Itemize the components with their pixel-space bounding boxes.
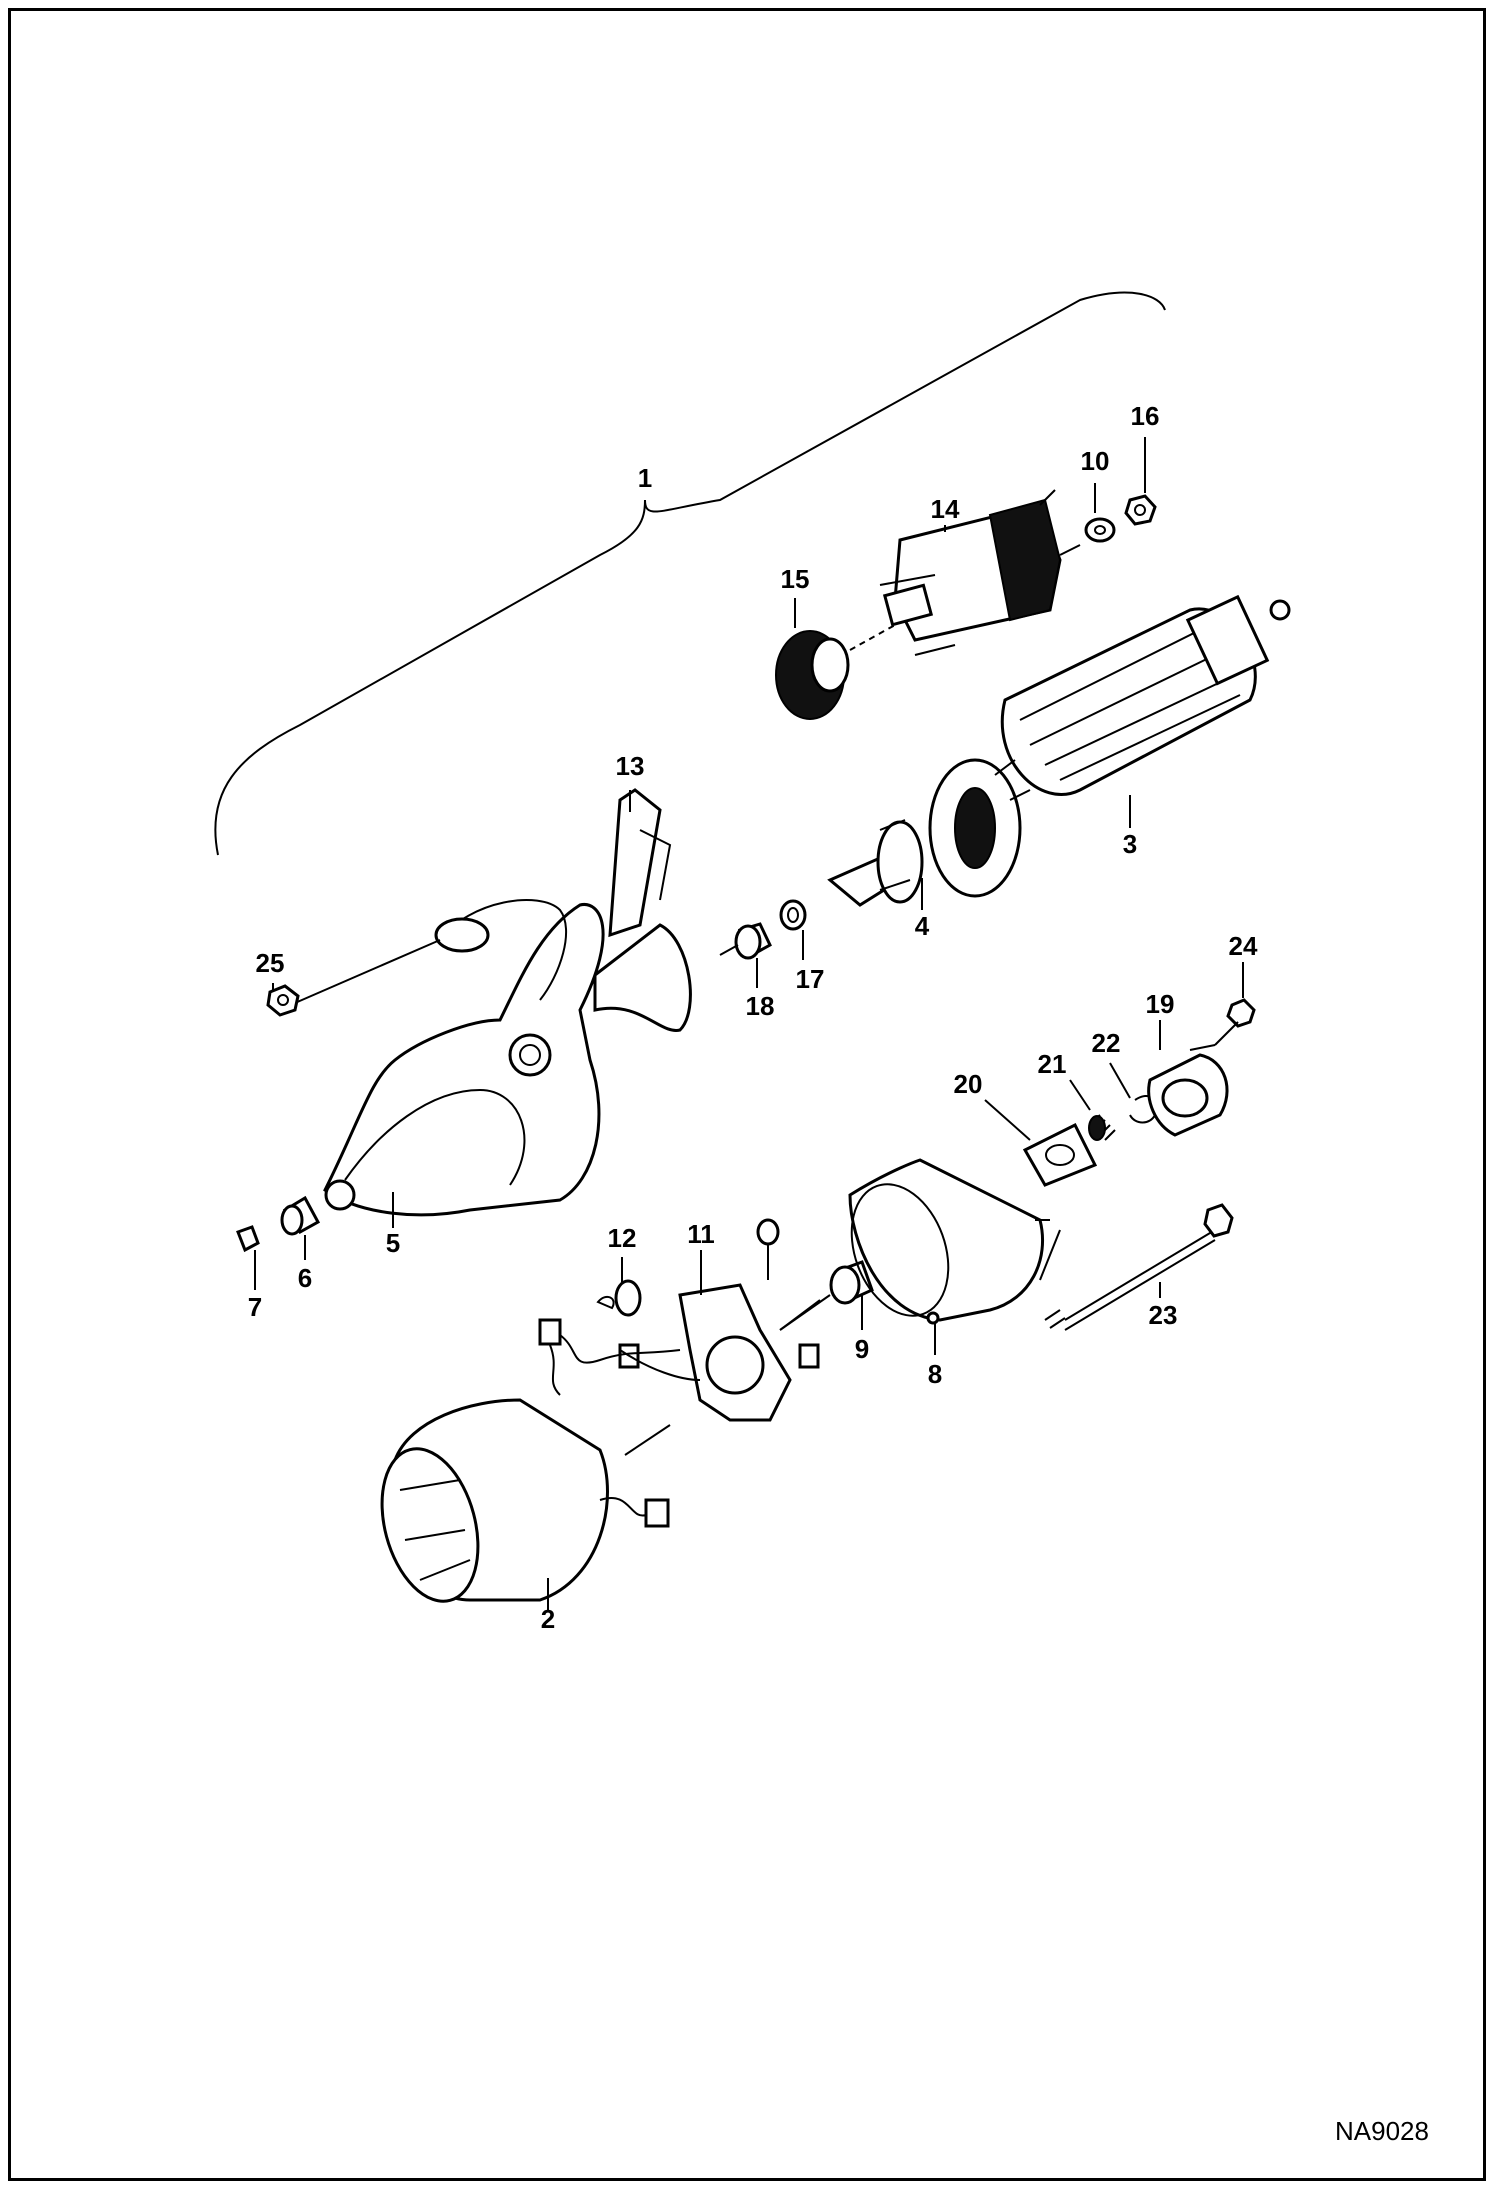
diagram-frame	[8, 8, 1486, 2181]
part-cap-plug[interactable]	[236, 1225, 260, 1253]
callout-6: 6	[298, 1263, 312, 1293]
part-spring[interactable]	[1088, 1114, 1116, 1141]
assembly-bracket	[214, 291, 1166, 856]
callout-8: 8	[928, 1359, 942, 1389]
part-washer-10[interactable]	[1084, 517, 1116, 543]
leader-22	[1109, 1062, 1131, 1099]
part-bushing[interactable]	[280, 1195, 321, 1236]
leader-20	[984, 1099, 1031, 1141]
part-cap-screw[interactable]	[1214, 998, 1256, 1046]
callout-25: 25	[256, 948, 285, 978]
callout-2: 2	[541, 1604, 555, 1634]
callout-16: 16	[1131, 401, 1160, 431]
callout-7: 7	[248, 1292, 262, 1322]
part-pinion-clutch[interactable]	[827, 819, 924, 907]
part-housing-nut[interactable]	[266, 984, 300, 1017]
callout-11: 11	[687, 1219, 715, 1249]
callout-13: 13	[616, 751, 645, 781]
callout-1: 1	[638, 463, 652, 493]
callout-14: 14	[931, 494, 960, 524]
part-rear-cover[interactable]	[834, 1158, 1045, 1329]
callout-19: 19	[1146, 989, 1175, 1019]
callout-20: 20	[954, 1069, 983, 1099]
callout-3: 3	[1123, 829, 1137, 859]
leader-21	[1069, 1079, 1091, 1111]
part-nut-16[interactable]	[1124, 494, 1157, 526]
part-front-housing[interactable]	[323, 899, 605, 1217]
part-shift-lever[interactable]	[593, 788, 692, 1032]
part-plunger[interactable]	[775, 630, 850, 720]
part-gasket[interactable]	[1022, 1122, 1098, 1187]
part-snap-ring[interactable]	[779, 899, 807, 931]
callout-15: 15	[781, 564, 810, 594]
callout-9: 9	[855, 1334, 869, 1364]
part-solenoid[interactable]	[879, 489, 1081, 656]
part-brush-spring[interactable]	[596, 1279, 642, 1317]
callout-5: 5	[386, 1228, 400, 1258]
callout-22: 22	[1092, 1028, 1121, 1058]
drawing-code: NA9028	[1335, 2116, 1429, 2146]
callout-17: 17	[796, 964, 825, 994]
callout-10: 10	[1081, 446, 1110, 476]
part-yoke[interactable]	[366, 1318, 670, 1612]
part-through-bolt[interactable]	[1044, 1203, 1234, 1331]
part-end-cap[interactable]	[1147, 1053, 1229, 1137]
callout-4: 4	[915, 911, 930, 941]
callout-24: 24	[1229, 931, 1258, 961]
callout-21: 21	[1038, 1049, 1067, 1079]
part-stop-collar[interactable]	[734, 922, 772, 960]
callout-18: 18	[746, 991, 775, 1021]
part-rear-bushing[interactable]	[829, 1260, 874, 1305]
part-brush-holder[interactable]	[538, 1218, 820, 1422]
callout-12: 12	[608, 1223, 637, 1253]
callout-23: 23	[1149, 1300, 1178, 1330]
part-armature[interactable]	[928, 594, 1291, 898]
